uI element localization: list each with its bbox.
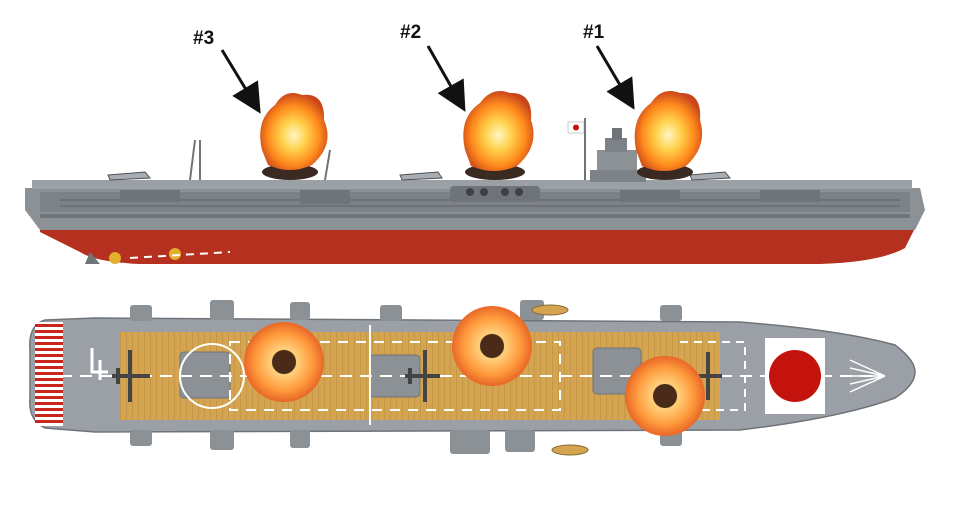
deck-plan <box>29 300 916 456</box>
side-profile <box>25 45 925 264</box>
hit-label-2: #2 <box>400 22 422 43</box>
arrow-hit-2 <box>426 45 466 112</box>
lower-hull <box>40 228 915 264</box>
rising-sun-flag-icon <box>567 121 585 134</box>
explosion-icon <box>260 92 328 180</box>
stern-stripes <box>35 322 63 426</box>
parked-aircraft-side <box>107 171 732 181</box>
island <box>590 128 646 182</box>
explosion-icon <box>452 306 532 386</box>
arrow-hit-1 <box>595 45 635 110</box>
explosion-icon <box>244 322 324 402</box>
explosion-icon <box>634 90 703 180</box>
explosion-icon <box>463 90 534 180</box>
flight-deck-edge <box>32 180 912 189</box>
parked-aircraft-top <box>112 350 722 402</box>
hit-label-3: #3 <box>193 28 215 49</box>
explosion-icon <box>625 356 705 436</box>
deck-circle-marking <box>179 343 245 409</box>
arrow-hit-3 <box>220 49 261 114</box>
hit-label-1: #1 <box>583 22 605 43</box>
hinomaru-circle-icon <box>769 350 821 402</box>
